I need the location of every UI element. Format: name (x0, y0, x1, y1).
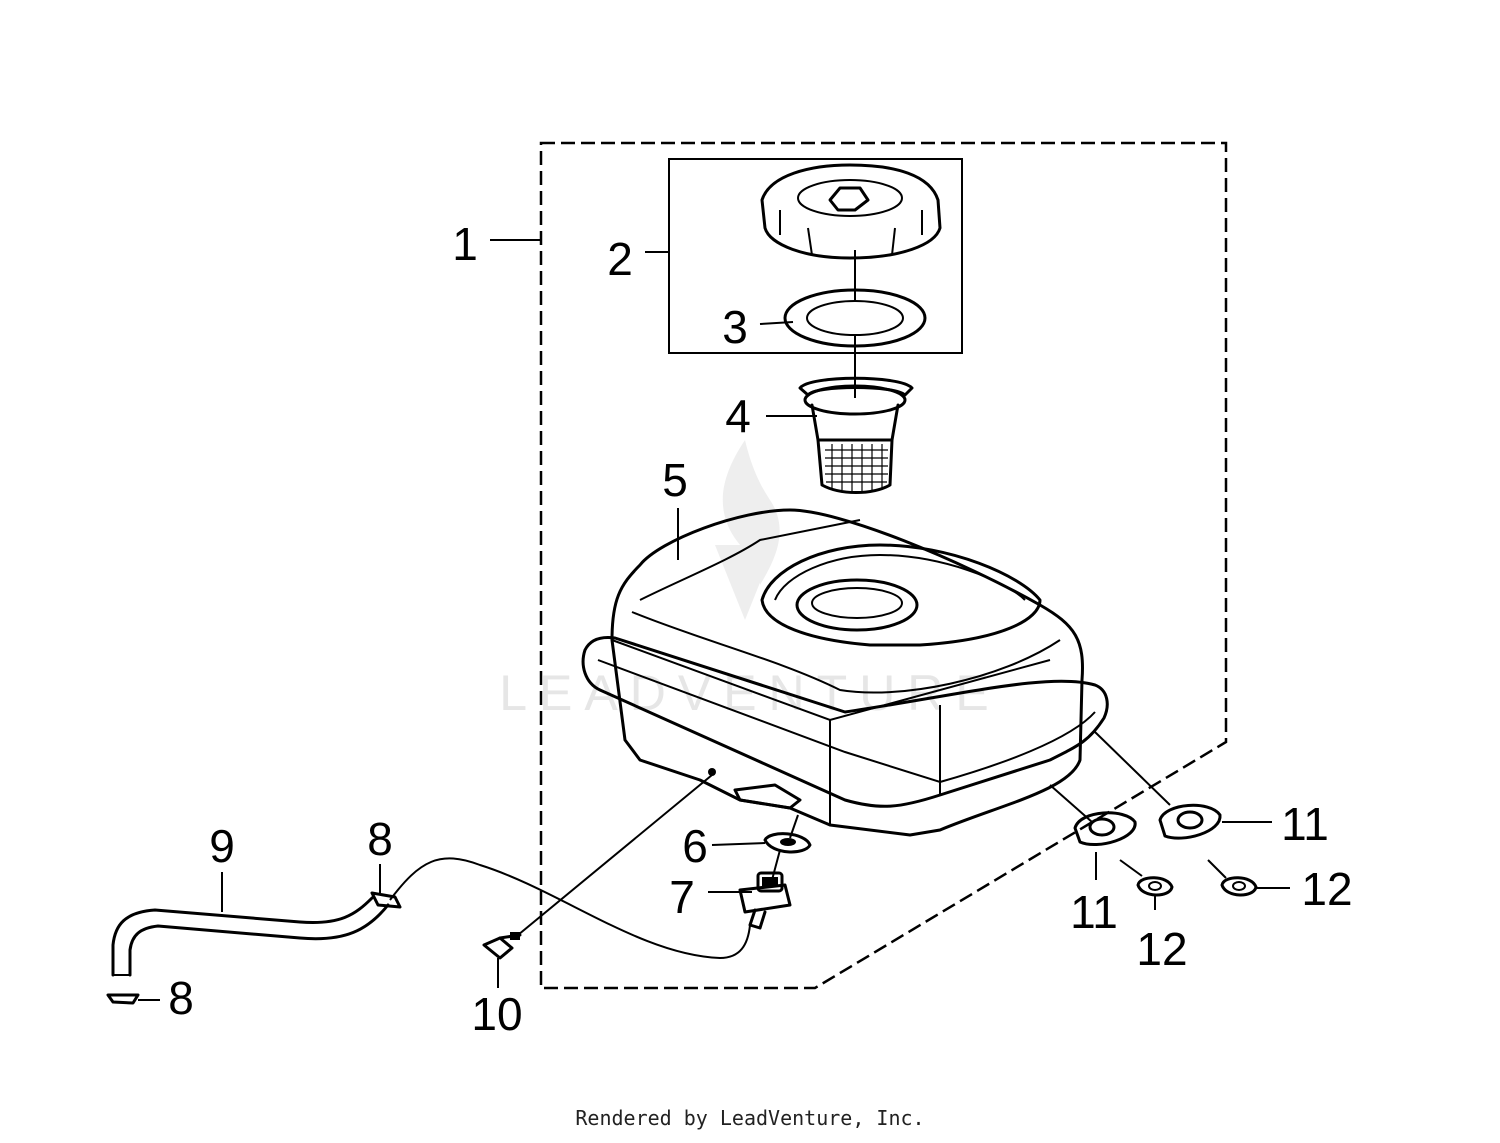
callout-3: 3 (722, 301, 748, 353)
callout-11-lower: 11 (1070, 886, 1118, 938)
callout-6: 6 (682, 820, 708, 872)
leader-lines (138, 239, 1290, 1001)
callout-12-right: 12 (1301, 863, 1352, 915)
footer-credit: Rendered by LeadVenture, Inc. (575, 1106, 925, 1130)
strainer-mesh (825, 444, 888, 491)
callout-labels: 1 2 3 4 5 6 7 8 8 9 10 11 11 12 12 (168, 218, 1352, 1040)
callout-8-lower: 8 (168, 972, 194, 1024)
callout-12-lower: 12 (1136, 923, 1187, 975)
washer-6 (763, 832, 812, 854)
callout-8-upper: 8 (367, 813, 393, 865)
fuel-valve (738, 871, 792, 930)
callout-2: 2 (607, 233, 633, 285)
fuel-strainer (798, 376, 914, 494)
rubber-mount-11-right (1158, 803, 1222, 840)
callout-4: 4 (725, 390, 751, 442)
assembly-boundary-dashed (539, 141, 1228, 990)
hose-clip-lower (106, 993, 140, 1005)
callout-1: 1 (452, 218, 478, 270)
watermark: LEADVENTURE (499, 440, 1001, 721)
callout-7: 7 (669, 871, 695, 923)
callout-10: 10 (471, 988, 522, 1040)
callout-9: 9 (209, 820, 235, 872)
callout-5: 5 (662, 454, 688, 506)
collar-12-left (1136, 876, 1174, 897)
hose-clip-upper (370, 891, 402, 909)
watermark-flame-logo (715, 440, 780, 620)
cap-kit-box (668, 158, 963, 354)
screw-10 (482, 932, 522, 960)
callout-11-upper: 11 (1281, 798, 1329, 850)
fuel-cap (760, 163, 942, 260)
fuel-tank (581, 508, 1109, 837)
rubber-mount-11-left (1073, 811, 1137, 847)
watermark-text: LEADVENTURE (499, 665, 1001, 721)
collar-12-right (1220, 876, 1258, 897)
fuel-hose (111, 896, 390, 977)
